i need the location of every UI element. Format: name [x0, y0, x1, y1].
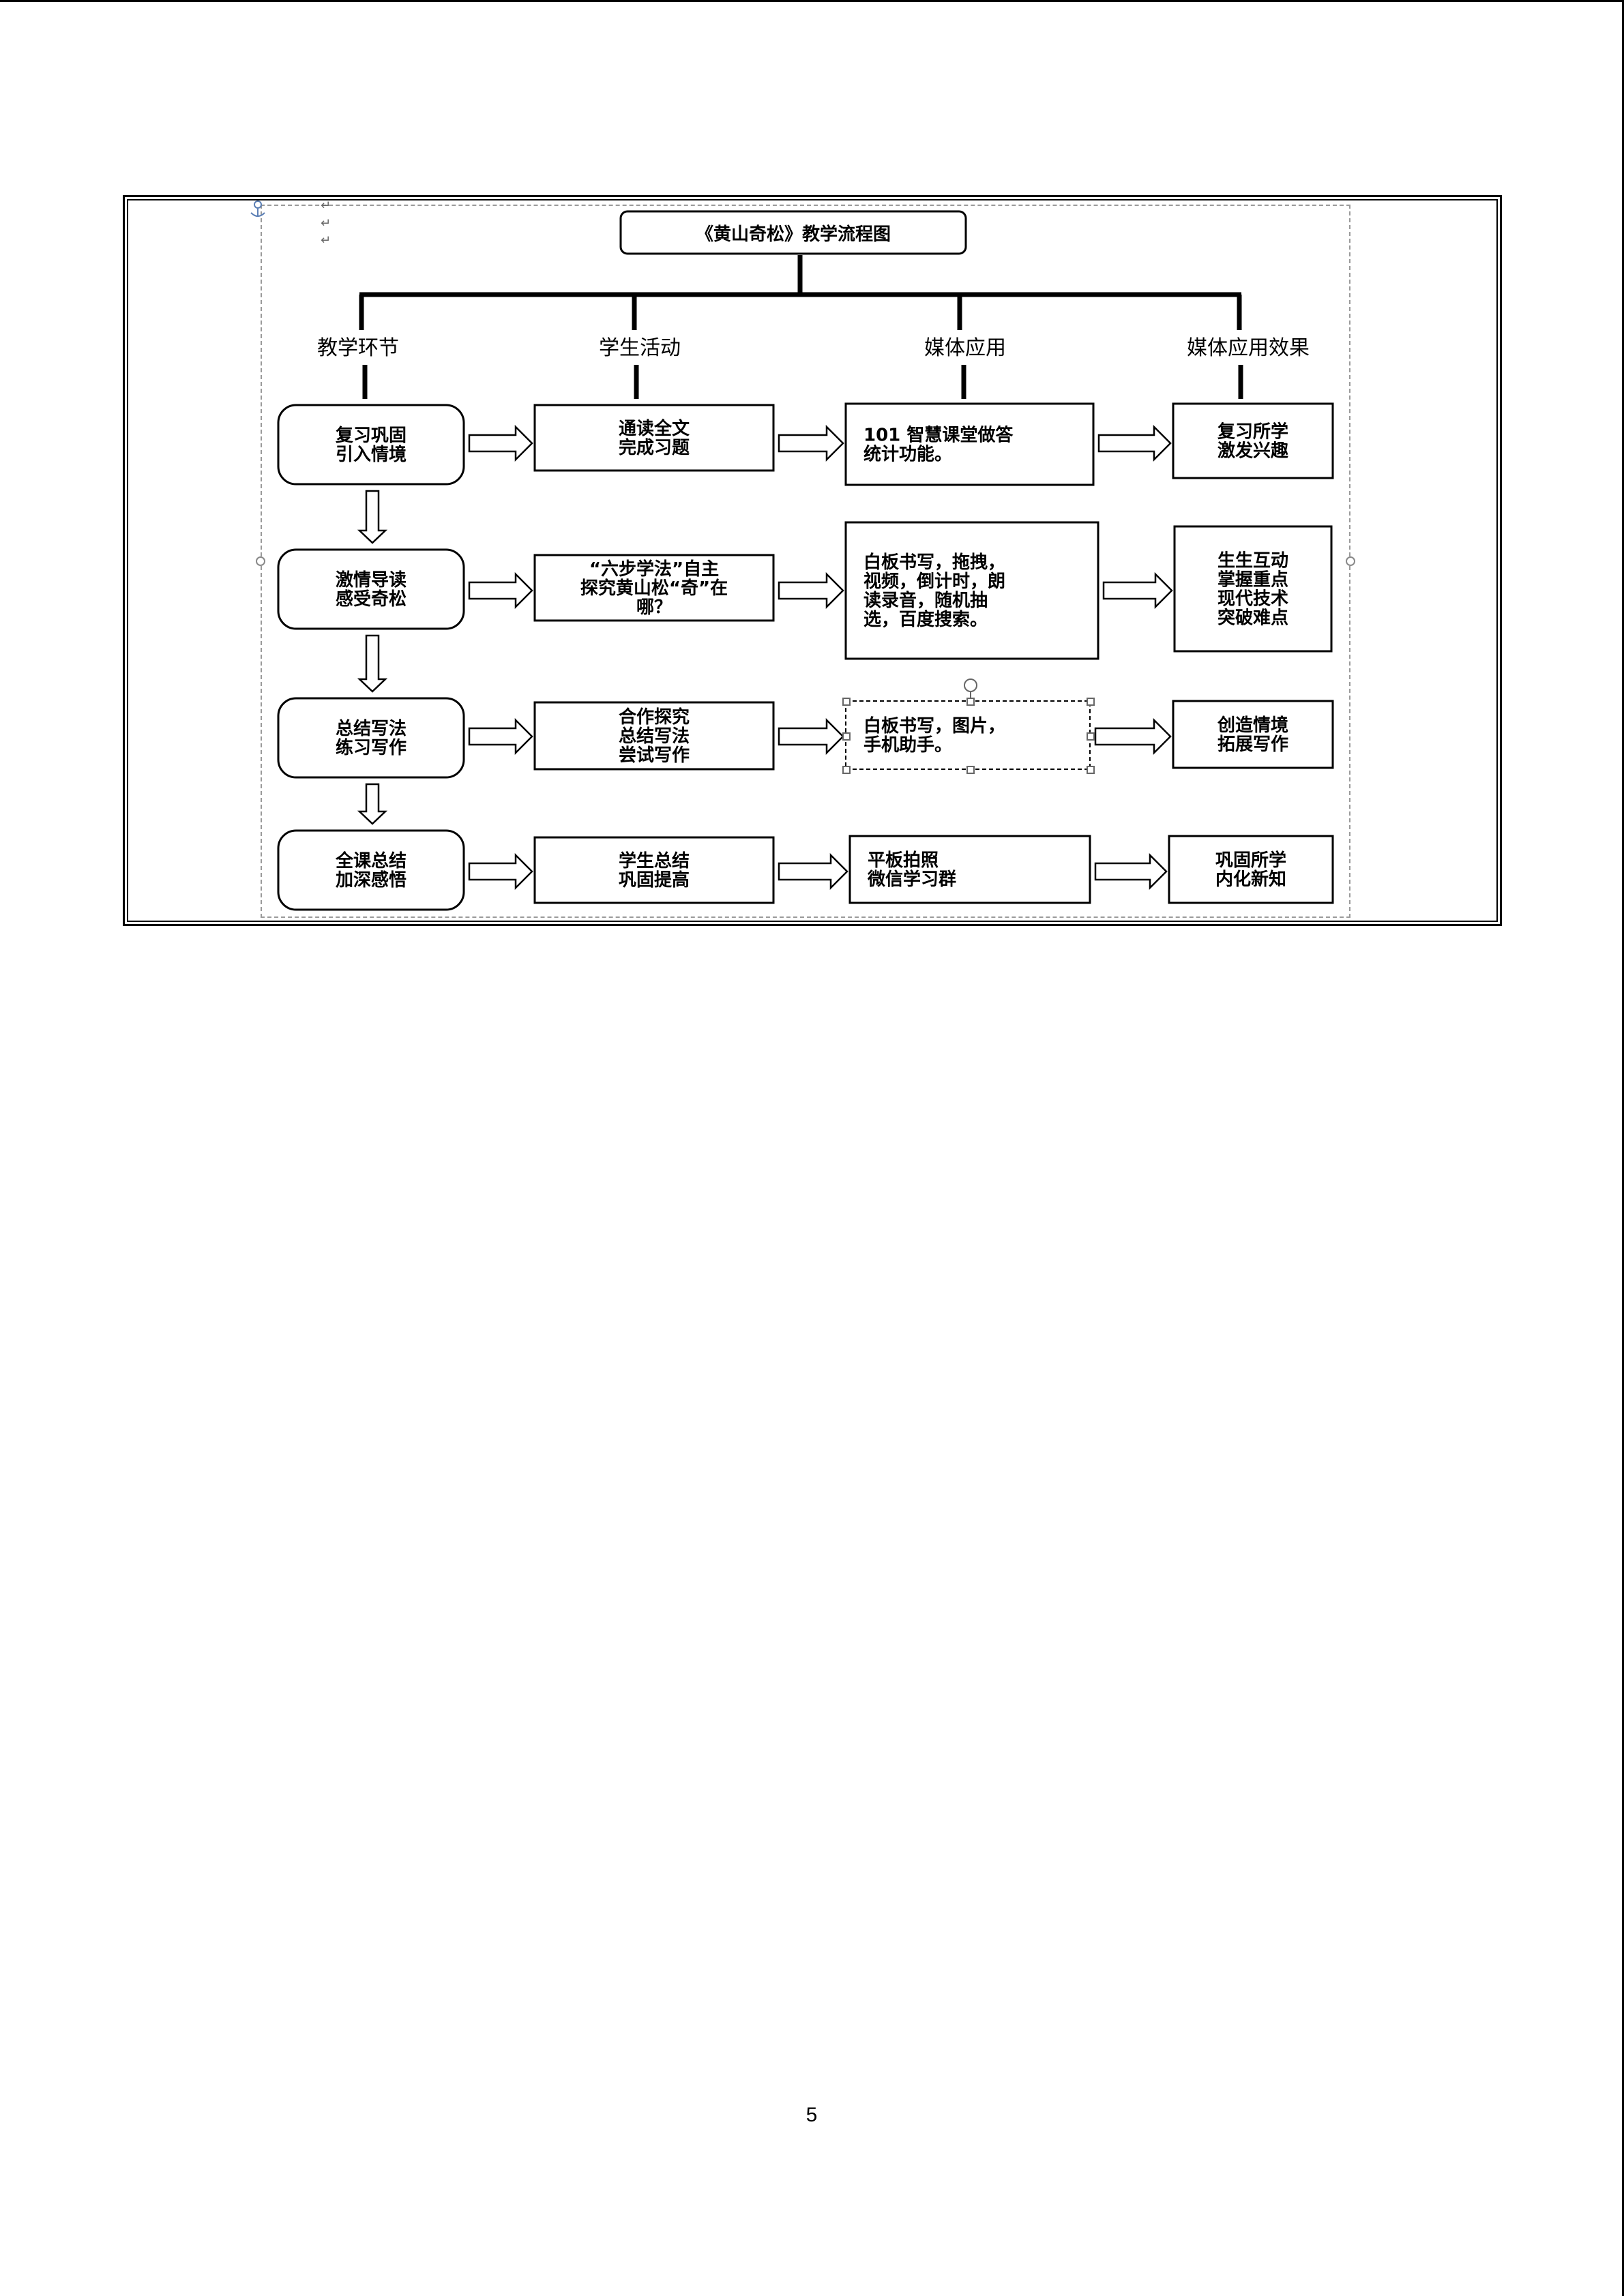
stage-text-line: 引入情境: [336, 444, 407, 465]
diagram-frame-inner: [127, 199, 1498, 922]
right-arrow-icon: [468, 424, 533, 462]
effect-box: [1173, 525, 1333, 653]
right-arrow-icon: [778, 571, 844, 610]
media-text-line: 视频，倒计时，朗: [863, 571, 1005, 592]
tree-connectors: [359, 255, 1242, 330]
stage-text-line: 加深感悟: [336, 870, 407, 891]
activity-box: [533, 701, 775, 771]
stage-text-line: 练习写作: [336, 737, 407, 758]
right-arrow-icon: [1094, 852, 1168, 891]
stage-text-line: 总结写法: [336, 719, 407, 739]
right-arrow-icon: [778, 852, 848, 891]
media-box: [844, 402, 1095, 486]
effect-text-line: 突破难点: [1217, 608, 1288, 629]
effect-text-line: 内化新知: [1215, 869, 1286, 890]
stage-box: [277, 548, 465, 630]
media-text-line: 101 智慧课堂做答: [863, 425, 1014, 446]
stage-text-line: 感受奇松: [336, 588, 407, 610]
right-arrow-icon: [468, 571, 533, 610]
activity-text-line: 合作探究: [619, 706, 690, 728]
media-text-line: 白板书写，图片，: [863, 715, 1005, 736]
activity-text-line: 探究黄山松“奇”在: [580, 578, 728, 599]
media-box: [848, 835, 1091, 904]
paragraph-mark: ↵: [321, 216, 331, 230]
stage-box: [277, 829, 465, 911]
effect-text-line: 激发兴趣: [1217, 441, 1288, 462]
effect-box: [1172, 700, 1334, 769]
right-arrow-icon: [778, 424, 844, 462]
activity-text-line: 哪？: [636, 597, 672, 618]
column-header-stage: 教学环节: [317, 336, 399, 360]
effect-text-line: 现代技术: [1217, 589, 1288, 610]
column-header-activity: 学生活动: [599, 336, 681, 360]
stage-text-line: 激情导读: [336, 569, 407, 591]
effect-text-line: 掌握重点: [1217, 569, 1288, 591]
diagram-frame-outer: [123, 195, 1502, 926]
right-arrow-icon: [1102, 571, 1173, 610]
activity-box: [533, 404, 775, 472]
rotate-handle-icon[interactable]: [964, 679, 977, 692]
right-arrow-icon: [1094, 717, 1172, 756]
column-header-effect: 媒体应用效果: [1187, 336, 1310, 360]
media-text-line: 白板书写，拖拽，: [863, 552, 1005, 573]
media-text-line: 统计功能。: [863, 444, 952, 465]
stage-text-line: 复习巩固: [336, 426, 407, 446]
media-text-line: 微信学习群: [867, 869, 956, 890]
stage-text-line: 全课总结: [335, 850, 407, 871]
page-edge-right: [1622, 0, 1624, 2296]
right-arrow-icon: [1097, 424, 1172, 462]
effect-text-line: 复习所学: [1217, 421, 1288, 443]
media-text-line: 选，百度搜索。: [863, 609, 988, 630]
selection-handles[interactable]: [842, 679, 1095, 774]
effect-text-line: 拓展写作: [1217, 734, 1288, 755]
activity-text-line: 总结写法: [619, 726, 690, 747]
effect-text-line: 生生互动: [1217, 551, 1288, 571]
diagram-title: 《黄山奇松》教学流程图: [696, 224, 891, 245]
media-text-line: 手机助手。: [863, 735, 952, 756]
right-arrow-icon: [468, 852, 533, 891]
media-text-line: 读录音，随机抽: [863, 590, 988, 611]
down-arrow-icon: [357, 783, 388, 825]
activity-text-line: 尝试写作: [619, 745, 690, 766]
anchor-icon: [250, 200, 265, 217]
page-edge-top: [0, 0, 1624, 2]
paragraph-mark: ↵: [321, 198, 331, 213]
activity-text-line: 通读全文: [619, 418, 690, 439]
down-arrow-icon: [357, 490, 388, 544]
media-text-line: 平板拍照: [868, 850, 939, 871]
teaching-flowchart: ↵ ↵ ↵ 《黄山奇松》教学流程图 教学环节 学生活动 媒体应用 媒体应用效果 …: [250, 198, 1355, 911]
activity-box: [533, 836, 775, 904]
stage-box: [277, 404, 465, 486]
paragraph-mark: ↵: [321, 233, 331, 248]
media-box: [844, 521, 1099, 660]
canvas-handle-right[interactable]: [1346, 556, 1355, 566]
effect-box: [1172, 402, 1334, 479]
effect-text-line: 创造情境: [1217, 715, 1288, 736]
title-box: [619, 210, 967, 255]
canvas-handle-left[interactable]: [256, 556, 265, 566]
activity-text-line: “六步学法”自主: [589, 558, 719, 580]
activity-text-line: 完成习题: [619, 437, 690, 458]
right-arrow-icon: [468, 717, 533, 756]
stage-box: [277, 697, 465, 779]
header-connectors: [362, 365, 1243, 399]
activity-text-line: 学生总结: [619, 850, 690, 871]
activity-text-line: 巩固提高: [619, 869, 690, 891]
page-number: 5: [806, 2104, 818, 2126]
effect-box: [1168, 835, 1334, 904]
down-arrow-icon: [357, 634, 388, 693]
column-header-media: 媒体应用: [924, 336, 1006, 360]
effect-text-line: 巩固所学: [1215, 850, 1286, 871]
activity-box: [533, 554, 775, 622]
flow-row: 总结写法练习写作合作探究总结写法尝试写作白板书写，图片，手机助手。创造情境拓展写…: [277, 697, 1334, 779]
right-arrow-icon: [778, 717, 844, 756]
